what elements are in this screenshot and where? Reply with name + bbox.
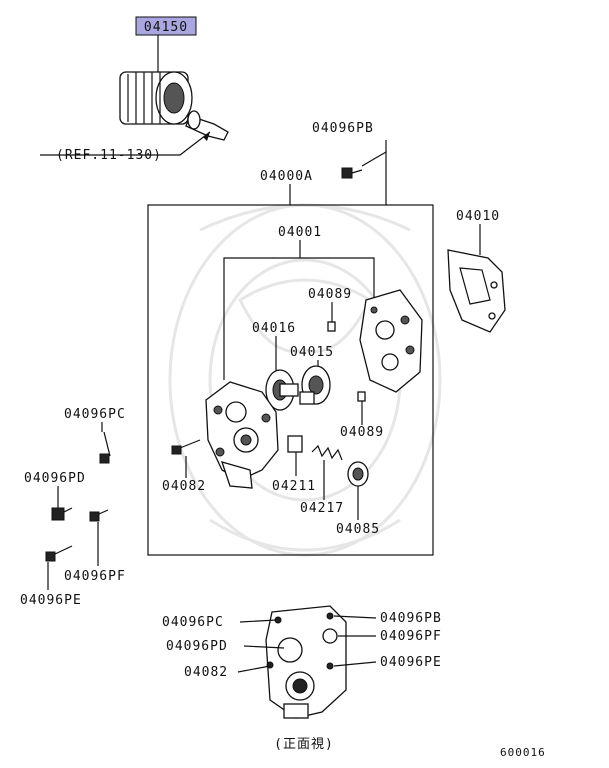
label-ref[interactable]: (REF.11-130)	[56, 148, 162, 163]
gear-04015-part	[299, 365, 331, 405]
oil-pump-cover-part	[359, 289, 423, 393]
front-view-pump-part	[265, 605, 347, 719]
label-04016[interactable]: 04016	[252, 321, 296, 336]
label-front-04096pd[interactable]: 04096PD	[166, 639, 228, 654]
label-04001[interactable]: 04001	[278, 225, 322, 240]
bolt-pd-part	[51, 507, 73, 521]
label-04150[interactable]: 04150	[144, 20, 188, 35]
bolt-04082-part	[171, 439, 201, 455]
label-front-04096pb[interactable]: 04096PB	[380, 611, 442, 626]
label-front-04096pc[interactable]: 04096PC	[162, 615, 224, 630]
label-04096pf[interactable]: 04096PF	[64, 569, 126, 584]
oil-filter-part[interactable]	[119, 71, 193, 125]
label-04096pd[interactable]: 04096PD	[24, 471, 86, 486]
gear-04016-part	[265, 369, 299, 411]
assembly-box	[147, 204, 434, 556]
gasket-part	[447, 249, 506, 333]
label-front-04096pe[interactable]: 04096PE	[380, 655, 442, 670]
bolt-pb-part	[341, 167, 363, 179]
oil-pump-body-part	[205, 381, 279, 489]
label-04096pb-top[interactable]: 04096PB	[312, 121, 374, 136]
label-04089-bottom[interactable]: 04089	[340, 425, 384, 440]
spring-part	[311, 444, 343, 461]
diagram-id: 600016	[500, 746, 546, 759]
pin-top-part	[327, 321, 336, 332]
label-04010[interactable]: 04010	[456, 209, 500, 224]
label-04089-top[interactable]: 04089	[308, 287, 352, 302]
label-04015[interactable]: 04015	[290, 345, 334, 360]
bolt-pe-part	[45, 545, 73, 562]
bolt-pc-part	[99, 431, 111, 464]
label-04217[interactable]: 04217	[300, 501, 344, 516]
fitting-part	[185, 110, 229, 141]
label-04085[interactable]: 04085	[336, 522, 380, 537]
label-04096pe[interactable]: 04096PE	[20, 593, 82, 608]
plunger-part	[287, 435, 303, 453]
bolt-pf-part	[89, 509, 109, 522]
label-04211[interactable]: 04211	[272, 479, 316, 494]
plug-part	[347, 461, 369, 487]
label-front-view: (正面視)	[274, 737, 334, 752]
pin-bottom-part	[357, 391, 366, 402]
label-front-04096pf[interactable]: 04096PF	[380, 629, 442, 644]
label-04082[interactable]: 04082	[162, 479, 206, 494]
label-04000a[interactable]: 04000A	[260, 169, 313, 184]
label-04096pc[interactable]: 04096PC	[64, 407, 126, 422]
highlight-badge	[135, 16, 197, 36]
label-front-04082[interactable]: 04082	[184, 665, 228, 680]
